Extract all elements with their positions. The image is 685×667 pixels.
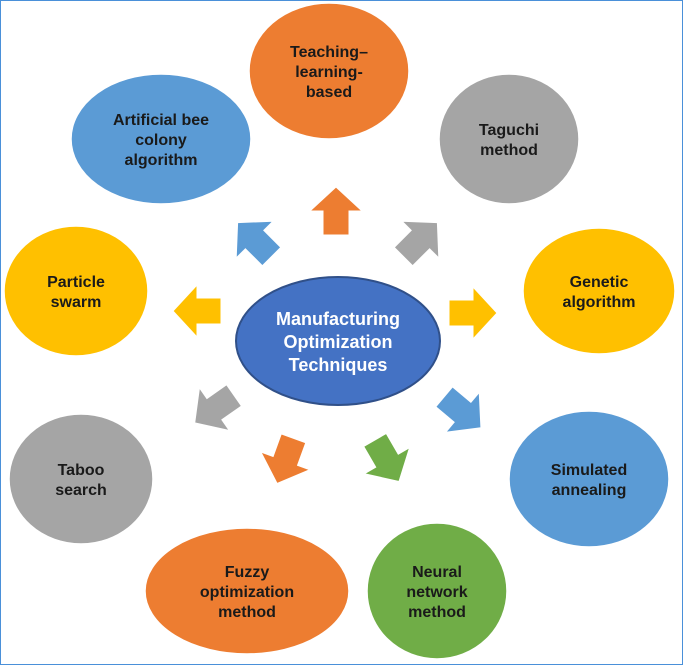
arrow-to-taguchi-method bbox=[393, 220, 440, 267]
genetic-algorithm-ellipse bbox=[522, 227, 676, 355]
center-label-line: Optimization bbox=[284, 332, 393, 352]
arrow-to-teaching-learning-based bbox=[308, 186, 364, 236]
taguchi-method-ellipse bbox=[438, 73, 580, 205]
artificial-bee-colony-algorithm-ellipse bbox=[70, 73, 252, 205]
node-simulated-annealing: Simulated annealing bbox=[508, 410, 670, 548]
taboo-search-label-line: Taboo bbox=[58, 462, 105, 479]
neural-network-method-ellipse bbox=[366, 522, 508, 660]
artificial-bee-colony-algorithm-label-line: colony bbox=[135, 132, 187, 149]
node-fuzzy-optimization-method: Fuzzy optimization method bbox=[144, 527, 350, 655]
artificial-bee-colony-algorithm-label-line: algorithm bbox=[125, 152, 198, 169]
fuzzy-optimization-method-label-line: method bbox=[218, 604, 276, 621]
node-teaching-learning-based: Teaching– learning-based bbox=[248, 2, 410, 140]
taboo-search-ellipse bbox=[8, 413, 154, 545]
arrow-to-fuzzy-optimization-method bbox=[259, 433, 312, 485]
simulated-annealing-ellipse bbox=[508, 410, 670, 548]
arrow-to-simulated-annealing bbox=[435, 386, 482, 433]
artificial-bee-colony-algorithm-label-line: Artificial bee bbox=[113, 112, 209, 129]
center-label-line: Techniques bbox=[289, 355, 388, 375]
arrow-to-particle-swarm bbox=[172, 283, 222, 339]
taguchi-method-label-line: Taguchi bbox=[479, 122, 539, 139]
teaching-learning-based-ellipse bbox=[248, 2, 410, 140]
genetic-algorithm-label-line: Genetic bbox=[570, 274, 629, 291]
node-neural-network-method: Neural network method bbox=[366, 522, 508, 660]
arrow-to-artificial-bee-colony-algorithm bbox=[235, 220, 282, 267]
taguchi-method-label-line: method bbox=[480, 142, 538, 159]
node-artificial-bee-colony-algorithm: Artificial bee colony algorithm bbox=[70, 73, 252, 205]
arrow-to-neural-network-method bbox=[363, 432, 411, 483]
fuzzy-optimization-method-label-line: optimization bbox=[200, 584, 294, 601]
neural-network-method-label-line: Neural bbox=[412, 564, 462, 581]
arrow-to-genetic-algorithm bbox=[448, 285, 498, 341]
center-label-line: Manufacturing bbox=[276, 309, 400, 329]
particle-swarm-label-line: Particle bbox=[47, 274, 105, 291]
node-taboo-search: Taboo search bbox=[8, 413, 154, 545]
teaching-learning-based-label-line: learning- bbox=[295, 64, 363, 81]
particle-swarm-ellipse bbox=[3, 225, 149, 357]
fuzzy-optimization-method-label-line: Fuzzy bbox=[225, 564, 270, 581]
particle-swarm-label-line: swarm bbox=[51, 294, 102, 311]
teaching-learning-based-label-line: based bbox=[306, 84, 352, 101]
teaching-learning-based-label-line: Teaching– bbox=[290, 44, 368, 61]
simulated-annealing-label-line: Simulated bbox=[551, 462, 627, 479]
node-genetic-algorithm: Genetic algorithm bbox=[522, 227, 676, 355]
genetic-algorithm-label-line: algorithm bbox=[563, 294, 636, 311]
node-particle-swarm: Particle swarm bbox=[3, 225, 149, 357]
center-ellipse bbox=[235, 276, 441, 406]
node-taguchi-method: Taguchi method bbox=[438, 73, 580, 205]
taboo-search-label-line: search bbox=[55, 482, 107, 499]
neural-network-method-label-line: method bbox=[408, 604, 466, 621]
simulated-annealing-label-line: annealing bbox=[552, 482, 627, 499]
fuzzy-optimization-method-ellipse bbox=[144, 527, 350, 655]
neural-network-method-label-line: network bbox=[406, 584, 467, 601]
arrow-to-taboo-search bbox=[194, 384, 243, 432]
